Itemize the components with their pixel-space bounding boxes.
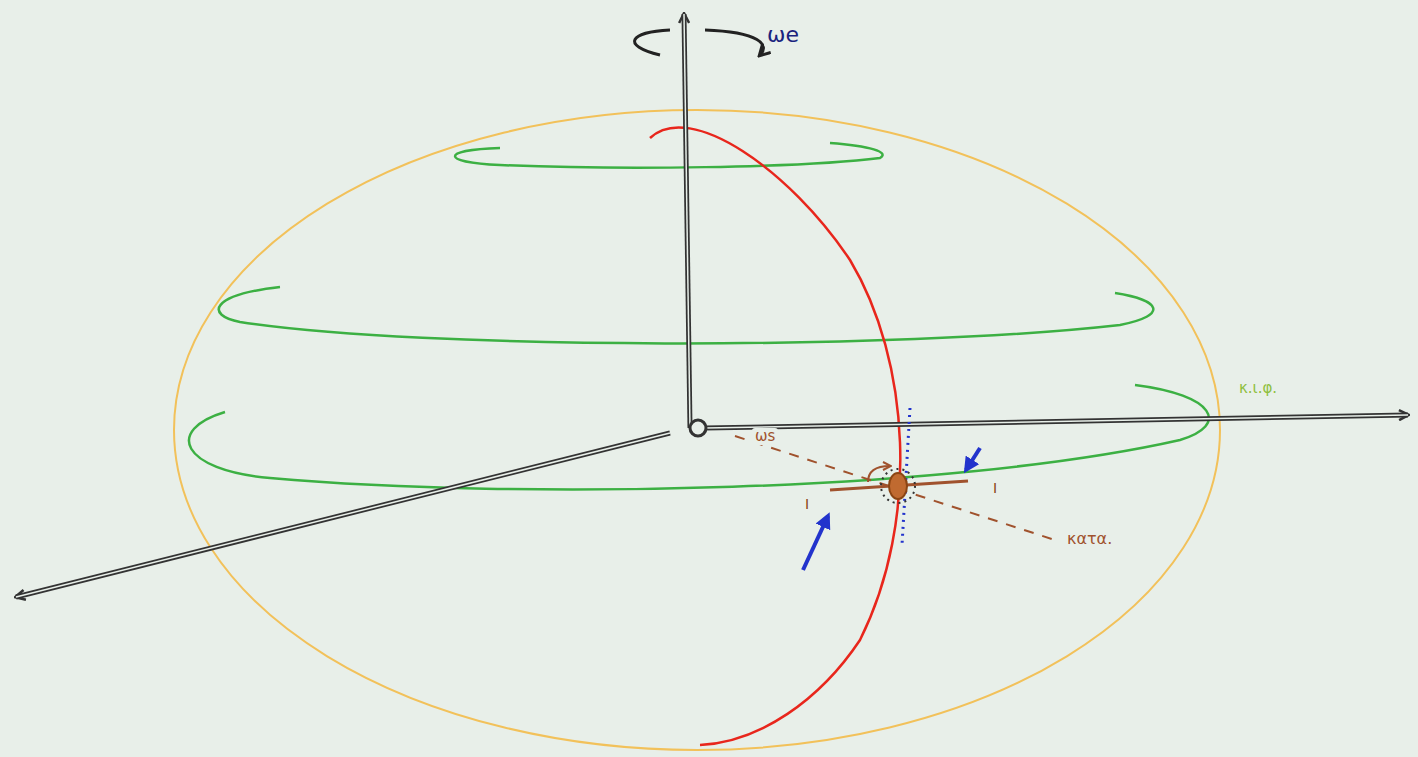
rotation-arrow [635, 30, 670, 55]
label: ωe [764, 22, 802, 47]
label: κατα. [1064, 530, 1115, 548]
rotation-arrow [705, 30, 763, 55]
polar-axis [684, 14, 690, 428]
label: κ.ι.φ. [1236, 380, 1280, 397]
latitude-circle [189, 385, 1209, 489]
y-axis [16, 433, 670, 597]
x-axis [705, 415, 1408, 428]
ellipsoid-outline [174, 110, 1220, 750]
polar-axis [684, 14, 690, 428]
force-arrow [966, 448, 980, 470]
rotation-arrow [868, 466, 890, 482]
label: I [802, 496, 812, 512]
x-axis [705, 415, 1408, 428]
y-axis [16, 433, 670, 597]
force-arrow [803, 516, 828, 570]
label: ωs [752, 428, 778, 445]
point-marker [881, 469, 915, 503]
label: I [990, 480, 1000, 496]
latitude-circle [455, 143, 883, 168]
vertical-direction [735, 436, 1055, 540]
origin [690, 420, 706, 436]
point-marker [889, 473, 907, 499]
